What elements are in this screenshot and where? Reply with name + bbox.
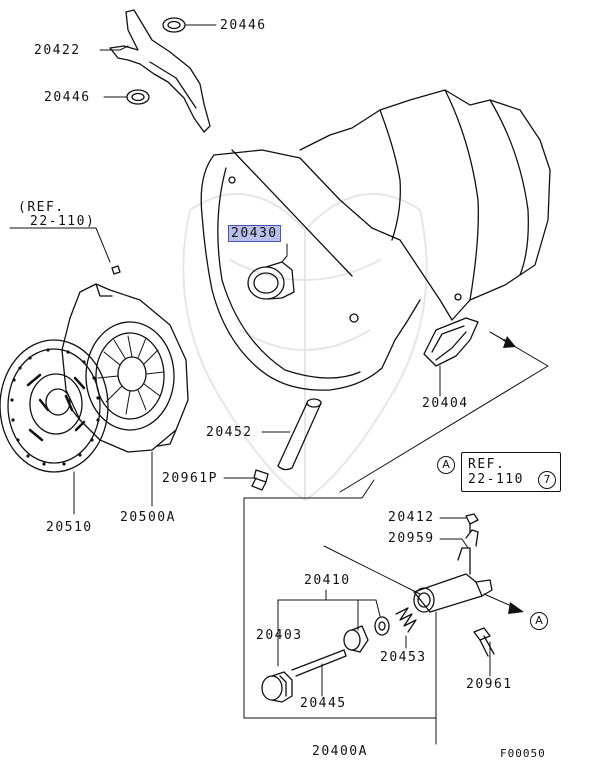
label-20961[interactable]: 20961 bbox=[466, 677, 513, 692]
ref-left-line1[interactable]: (REF. bbox=[18, 200, 65, 215]
label-20422[interactable]: 20422 bbox=[34, 43, 81, 58]
spring[interactable] bbox=[395, 607, 417, 633]
ref-right-circle[interactable]: 7 bbox=[538, 471, 556, 489]
pressure-plate[interactable] bbox=[61, 283, 189, 453]
label-20430-highlight[interactable]: 20430 bbox=[228, 225, 281, 242]
label-20961P[interactable]: 20961P bbox=[162, 471, 218, 486]
detail-leaders bbox=[277, 517, 491, 745]
arrow-head-cylinder bbox=[508, 602, 524, 614]
bleeder-screw[interactable] bbox=[465, 513, 479, 533]
bolt-20961P[interactable] bbox=[251, 469, 269, 491]
pivot-pin[interactable] bbox=[277, 398, 322, 471]
release-cylinder[interactable] bbox=[413, 529, 493, 613]
clutch-fork[interactable] bbox=[109, 9, 211, 133]
label-20452[interactable]: 20452 bbox=[206, 425, 253, 440]
label-20453[interactable]: 20453 bbox=[380, 650, 427, 665]
label-20445[interactable]: 20445 bbox=[300, 696, 347, 711]
label-20430[interactable]: 20430 bbox=[228, 225, 281, 242]
piston-seal[interactable] bbox=[374, 616, 390, 636]
label-20410[interactable]: 20410 bbox=[304, 573, 351, 588]
clutch-disc[interactable] bbox=[0, 339, 109, 473]
label-20404[interactable]: 20404 bbox=[422, 396, 469, 411]
piston[interactable] bbox=[343, 625, 369, 653]
arrow-head-cover bbox=[503, 336, 516, 348]
boot[interactable] bbox=[261, 671, 293, 703]
leader-lines bbox=[9, 24, 441, 515]
bolt-20961[interactable] bbox=[473, 627, 495, 657]
figure-code: F00050 bbox=[500, 747, 546, 760]
label-20510[interactable]: 20510 bbox=[46, 520, 93, 535]
ref-right-line2[interactable]: 22-110 bbox=[468, 472, 524, 487]
label-20446-left[interactable]: 20446 bbox=[44, 90, 91, 105]
boot-left[interactable] bbox=[126, 89, 150, 105]
label-20400A[interactable]: 20400A bbox=[312, 744, 368, 759]
label-20500A[interactable]: 20500A bbox=[120, 510, 176, 525]
release-bearing[interactable] bbox=[247, 261, 295, 300]
label-20446-top[interactable]: 20446 bbox=[220, 18, 267, 33]
boot-top[interactable] bbox=[162, 17, 186, 33]
label-20403[interactable]: 20403 bbox=[256, 628, 303, 643]
label-20959[interactable]: 20959 bbox=[388, 531, 435, 546]
cover-plate[interactable] bbox=[423, 317, 479, 367]
watermark-emblem bbox=[182, 193, 428, 501]
callout-a-cylinder[interactable]: A bbox=[530, 612, 548, 630]
callout-a-top[interactable]: A bbox=[437, 456, 455, 474]
label-20412[interactable]: 20412 bbox=[388, 510, 435, 525]
transmission-housing bbox=[200, 89, 551, 391]
ref-right-line1[interactable]: REF. bbox=[468, 457, 506, 472]
push-rod[interactable] bbox=[291, 649, 347, 677]
pin-ref bbox=[111, 265, 121, 275]
ref-left-line2[interactable]: 22-110) bbox=[30, 214, 96, 229]
